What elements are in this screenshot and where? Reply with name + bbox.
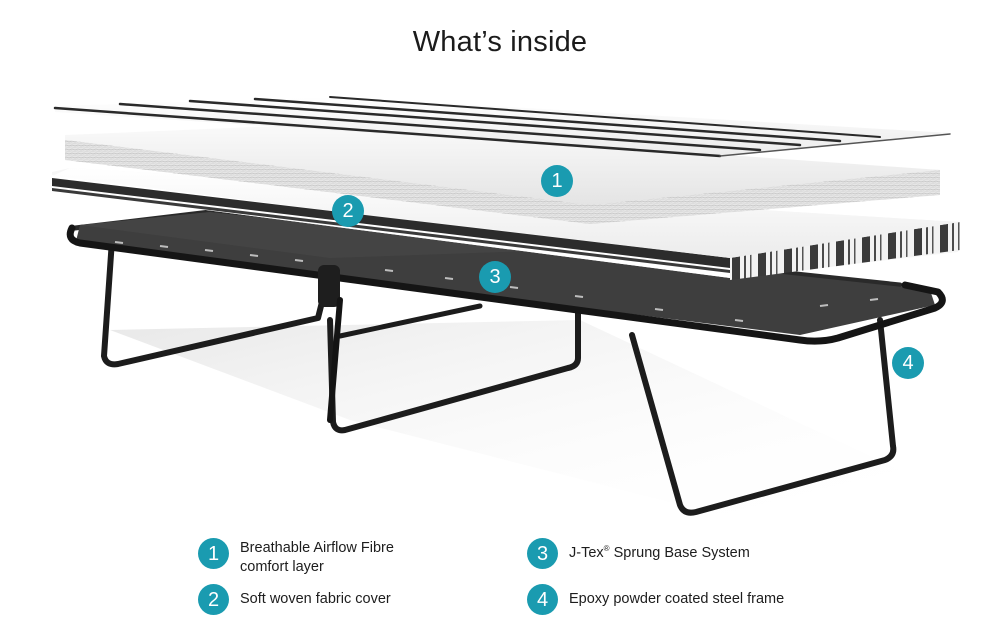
callout-badge-4: 4 — [892, 347, 924, 379]
callout-badge-2: 2 — [332, 195, 364, 227]
legend-item-3: 3 J-Tex® Sprung Base System — [527, 538, 750, 569]
registered-mark: ® — [603, 544, 610, 554]
front-legs — [327, 297, 343, 423]
floor-shadow — [110, 320, 900, 515]
legend-item-2: 2 Soft woven fabric cover — [198, 584, 391, 615]
legend-item-1: 1 Breathable Airflow Fibre comfort layer — [198, 538, 394, 577]
legend-text-3: J-Tex® Sprung Base System — [569, 538, 750, 563]
legend-text-3-brand: J-Tex — [569, 545, 604, 561]
legend-text-1-line1: Breathable Airflow Fibre — [240, 540, 394, 556]
legend-badge-1: 1 — [198, 538, 229, 569]
legend-text-1: Breathable Airflow Fibre comfort layer — [240, 538, 394, 577]
legend-text-2: Soft woven fabric cover — [240, 591, 391, 607]
callout-badge-3: 3 — [479, 261, 511, 293]
callout-badge-1: 1 — [541, 165, 573, 197]
legend-item-4: 4 Epoxy powder coated steel frame — [527, 584, 784, 615]
front-frame-rail — [66, 224, 946, 345]
legend-text-4: Epoxy powder coated steel frame — [569, 591, 785, 607]
top-cover — [53, 96, 951, 158]
legend-text-3-rest: Sprung Base System — [609, 545, 750, 561]
legend-badge-3: 3 — [527, 538, 558, 569]
comfort-layer — [65, 125, 940, 224]
page-title: What’s inside — [412, 26, 588, 58]
legend-badge-4: 4 — [527, 584, 558, 615]
folding-bed-exploded-illustration — [52, 96, 960, 516]
legend-text-1-line2: comfort layer — [240, 559, 324, 575]
legend-badge-2: 2 — [198, 584, 229, 615]
